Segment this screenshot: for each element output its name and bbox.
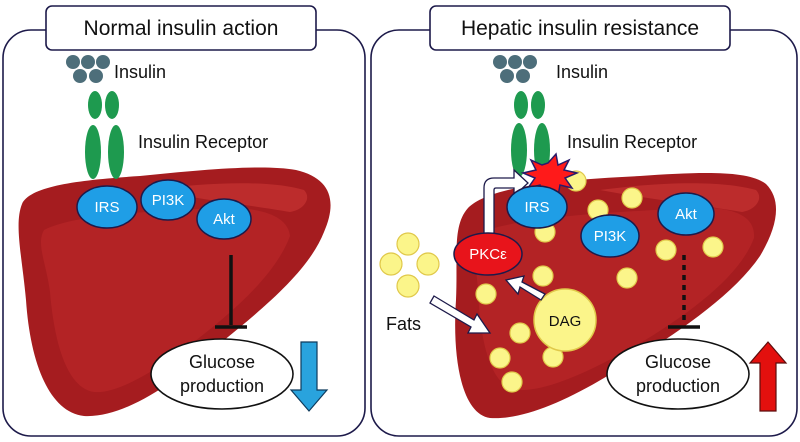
node-pi3k: PI3K xyxy=(580,214,640,258)
panel-title-box xyxy=(45,5,317,51)
node-irs-label: IRS xyxy=(524,199,549,216)
glucose-line1: Glucose xyxy=(645,352,711,372)
up-arrow-icon xyxy=(748,341,788,412)
lipid-droplets xyxy=(475,170,724,393)
insulin-molecules xyxy=(493,55,537,83)
insulin-molecules xyxy=(66,55,110,83)
panel-title: Hepatic insulin resistance xyxy=(461,17,699,40)
node-akt-label: Akt xyxy=(213,211,236,228)
liver xyxy=(18,167,331,417)
fats-label: Fats xyxy=(386,314,421,334)
node-dag-label: DAG xyxy=(549,313,582,330)
dag-to-pkc-arrow xyxy=(504,275,546,301)
glucose-line2: production xyxy=(636,376,720,396)
node-akt-label: Akt xyxy=(675,206,698,223)
node-akt: Akt xyxy=(196,198,252,240)
receptor-label: Insulin Receptor xyxy=(138,132,268,152)
fats-arrow xyxy=(429,295,492,334)
fat-droplets-outside xyxy=(379,232,440,298)
node-pkc: PKCε xyxy=(453,232,523,276)
panel-title: Normal insulin action xyxy=(84,17,279,40)
node-irs-label: IRS xyxy=(94,199,119,216)
node-pi3k-label: PI3K xyxy=(152,192,185,209)
node-pi3k-label: PI3K xyxy=(594,228,627,245)
insulin-receptor xyxy=(85,91,124,179)
insulin-label: Insulin xyxy=(114,62,166,82)
panel-resistance: Hepatic insulin resistance xyxy=(370,5,798,437)
glucose-line1: Glucose xyxy=(189,352,255,372)
node-pi3k: PI3K xyxy=(140,179,196,221)
node-irs: IRS xyxy=(76,185,138,229)
inhibition-arrow xyxy=(215,255,247,329)
node-dag: DAG xyxy=(533,288,597,352)
panel-title-box xyxy=(429,5,731,51)
glucose-production-box: Glucose production xyxy=(606,338,750,410)
down-arrow-icon xyxy=(289,341,329,412)
node-akt: Akt xyxy=(657,192,715,236)
panel-normal: Normal insulin action Insulin Insulin Re… xyxy=(2,5,366,437)
node-pkc-label: PKCε xyxy=(469,246,507,263)
receptor-label: Insulin Receptor xyxy=(567,132,697,152)
glucose-line2: production xyxy=(180,376,264,396)
node-irs: IRS xyxy=(506,185,568,229)
insulin-label: Insulin xyxy=(556,62,608,82)
glucose-production-box: Glucose production xyxy=(150,338,294,410)
dotted-inhibition-arrow xyxy=(668,255,700,329)
